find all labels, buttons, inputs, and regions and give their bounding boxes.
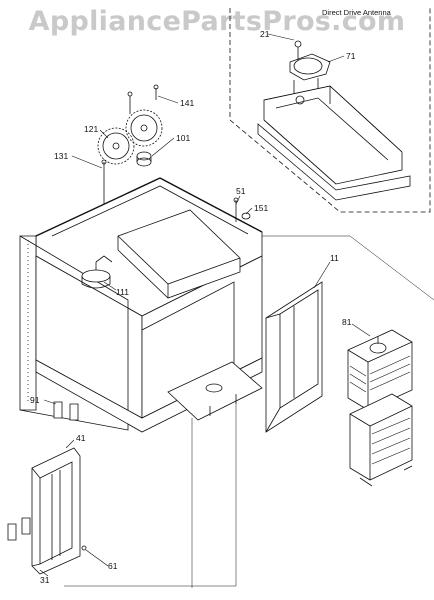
callout-11: 11 xyxy=(330,253,339,263)
inset-title: Direct Drive Antenna xyxy=(322,8,391,17)
inset-dashed-border xyxy=(230,8,430,212)
callout-51: 51 xyxy=(236,186,246,196)
motor-coupler xyxy=(137,152,151,166)
magnetron-bracket xyxy=(266,282,322,432)
callout-31: 31 xyxy=(40,575,50,585)
bumper-pegs-upper xyxy=(54,402,78,420)
callout-61: 61 xyxy=(108,561,118,571)
drive-gears xyxy=(98,85,162,164)
callout-101: 101 xyxy=(176,133,191,143)
callout-121: 121 xyxy=(84,124,99,134)
callout-81: 81 xyxy=(342,317,352,327)
antenna-housing xyxy=(258,86,410,200)
magnetron-guide-box xyxy=(262,236,434,300)
bumper-pegs-lower xyxy=(8,518,30,540)
bushing-151 xyxy=(242,213,250,219)
callout-21: 21 xyxy=(260,29,270,39)
watermark-text: AppliancePartsPros.com xyxy=(28,6,406,37)
callout-141: 141 xyxy=(180,98,195,108)
base-plate xyxy=(168,362,262,420)
callout-41: 41 xyxy=(76,433,86,443)
antenna-motor xyxy=(290,41,330,100)
waveguide-channel xyxy=(118,210,240,298)
magnetron xyxy=(348,330,412,486)
callout-131: 131 xyxy=(54,151,69,161)
stirrer-motor xyxy=(82,256,112,288)
callout-111: 111 xyxy=(116,287,129,297)
alignment-lines xyxy=(64,404,236,588)
latch-bracket xyxy=(32,448,86,574)
callout-91: 91 xyxy=(30,395,40,405)
callout-71: 71 xyxy=(346,51,356,61)
leader-lines xyxy=(40,34,370,576)
callout-151: 151 xyxy=(254,203,269,213)
